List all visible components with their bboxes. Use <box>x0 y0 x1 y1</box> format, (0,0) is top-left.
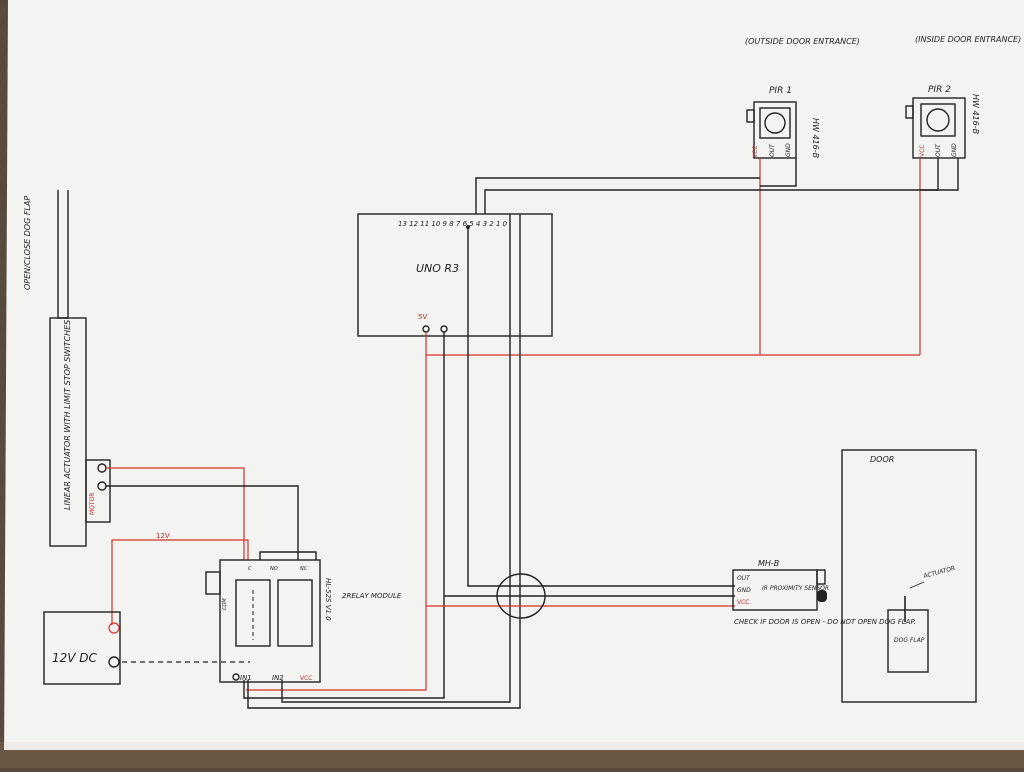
relay-com-label: COM <box>222 598 228 610</box>
sensor-emitter <box>816 569 826 585</box>
pir1-jumper <box>746 109 755 123</box>
arduino-uno: 13 12 11 10 9 8 7 6 5 4 3 2 1 0 UNO R3 5… <box>357 213 553 337</box>
pir1-out-wire <box>475 177 760 214</box>
pir2-gnd-wire <box>920 158 959 191</box>
pir2-out-wire <box>484 158 939 214</box>
relay-nc-label: NC <box>300 566 308 572</box>
dog-flap-outline <box>887 609 929 673</box>
sensor-receiver <box>817 590 827 602</box>
pir1-lens-frame <box>759 107 791 139</box>
pir1-sensor: (OUTSIDE DOOR ENTRANCE) PIR 1 HW 416-B V… <box>745 37 860 159</box>
in1-wire <box>247 214 521 709</box>
psu-minus-terminal <box>108 656 120 668</box>
ir-proximity-sensor: MH-B OUT GND VCC IR PROXIMITY SENSOR CHE… <box>732 559 916 626</box>
paper-bottom <box>4 742 1024 750</box>
psu-body <box>43 611 121 685</box>
door-actuator-leader <box>909 581 925 589</box>
sensor-title: MH-B <box>758 559 779 568</box>
pir2-pin-out: OUT <box>935 143 942 157</box>
pir2-lens <box>926 108 950 132</box>
psu-label: 12V DC <box>52 651 98 665</box>
pir1-body <box>753 101 797 159</box>
relay-note: 2RELAY MODULE <box>342 592 402 600</box>
wire-crossing-loop <box>496 573 546 619</box>
sensor-out-label: OUT <box>737 575 751 582</box>
relay-1 <box>235 579 271 647</box>
linear-actuator: OPEN/CLOSE DOG FLAP LINEAR ACTUATOR WITH… <box>23 190 111 547</box>
pir-wires <box>426 158 959 356</box>
pir2-body <box>912 97 966 159</box>
relay-in2-label: IN2 <box>272 674 284 682</box>
sensor-note: CHECK IF DOOR IS OPEN - DO NOT OPEN DOG … <box>734 618 916 626</box>
relay-in1-label: IN1 <box>240 674 252 682</box>
wire-12v-label: 12V <box>156 532 170 540</box>
relay-c-label: C <box>248 566 252 572</box>
uno-gnd-wire <box>243 332 445 699</box>
actuator-body <box>49 317 87 547</box>
actuator-motor-block <box>85 459 111 523</box>
pir1-lens <box>764 112 786 134</box>
pir2-sensor: (INSIDE DOOR ENTRANCE) PIR 2 HW 416-B VC… <box>905 35 1021 159</box>
actuator-flap-label: OPEN/CLOSE DOG FLAP <box>23 196 32 290</box>
relay-no-label: NO <box>270 566 278 572</box>
relay-gnd-pin <box>232 673 240 681</box>
relay-board <box>219 559 321 683</box>
psu-12v-wire <box>111 539 249 625</box>
pir2-note: (INSIDE DOOR ENTRANCE) <box>915 35 1021 44</box>
uno-board <box>357 213 553 337</box>
relay-module: C NO NC COM HL-52S V1.0 2RELAY MODULE IN… <box>205 559 402 683</box>
pir1-title: PIR 1 <box>769 86 792 96</box>
relay-2 <box>277 579 313 647</box>
door-outline <box>841 449 977 703</box>
pir2-pin-gnd: GND <box>951 143 958 157</box>
motor-minus-wire <box>106 485 299 560</box>
psu-12v: 12V DC <box>43 611 121 685</box>
sensor-vcc-label: VCC <box>737 599 749 606</box>
paper-sheet <box>4 0 1024 768</box>
uno-5v-label: 5V <box>418 313 427 321</box>
motor-plus-wire <box>106 467 245 560</box>
in2-wire <box>281 214 511 703</box>
pir1-gnd-wire <box>760 158 797 187</box>
sensor-desc: IR PROXIMITY SENSOR <box>762 585 829 592</box>
pir2-pin-vcc: VCC <box>919 145 926 157</box>
pir2-model: HW 416-B <box>971 94 980 134</box>
relay-model: HL-52S V1.0 <box>324 578 332 621</box>
relay-vcc-label: VCC <box>300 675 312 682</box>
dog-flap-label: DOG FLAP <box>894 637 925 644</box>
pir1-model: HW 416-B <box>811 118 820 158</box>
uno-title: UNO R3 <box>416 262 459 275</box>
pir1-pin-out: OUT <box>769 143 776 157</box>
psu-plus-terminal <box>108 622 120 634</box>
door-title: DOOR <box>870 455 894 464</box>
motor-wires: 12V <box>106 467 317 663</box>
relay-bridge-wire <box>259 551 317 560</box>
sensor-out-wire <box>467 227 735 587</box>
pir2-jumper <box>905 105 914 119</box>
uno-wires <box>243 214 735 709</box>
pir1-pin-gnd: GND <box>785 143 792 157</box>
uno-5v-wire <box>246 332 427 691</box>
actuator-title: LINEAR ACTUATOR WITH LIMIT STOP SWITCHES <box>63 320 72 510</box>
sensor-body <box>732 569 818 611</box>
motor-label: MOTOR <box>89 493 96 515</box>
uno-pin-row: 13 12 11 10 9 8 7 6 5 4 3 2 1 0 <box>398 220 508 228</box>
pir2-lens-frame <box>920 103 956 137</box>
sensor-gnd-label: GND <box>737 587 751 594</box>
pir2-title: PIR 2 <box>928 85 951 95</box>
pir1-note: (OUTSIDE DOOR ENTRANCE) <box>745 37 860 46</box>
relay-side-connector <box>205 571 221 595</box>
pir1-pin-vcc: VCC <box>752 146 759 158</box>
